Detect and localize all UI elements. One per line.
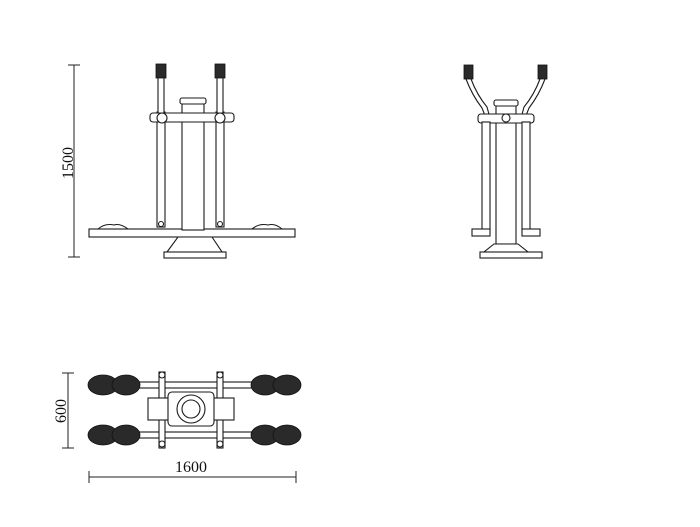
top-view [87, 371, 302, 449]
side-view [463, 64, 548, 259]
dimension-height: 1500 [60, 64, 80, 258]
dimension-width: 1600 [88, 459, 297, 483]
height-label: 1500 [60, 147, 77, 179]
width-label: 1600 [175, 459, 207, 476]
depth-label: 600 [53, 399, 70, 423]
dimension-depth: 600 [53, 372, 74, 449]
front-view [88, 63, 296, 259]
